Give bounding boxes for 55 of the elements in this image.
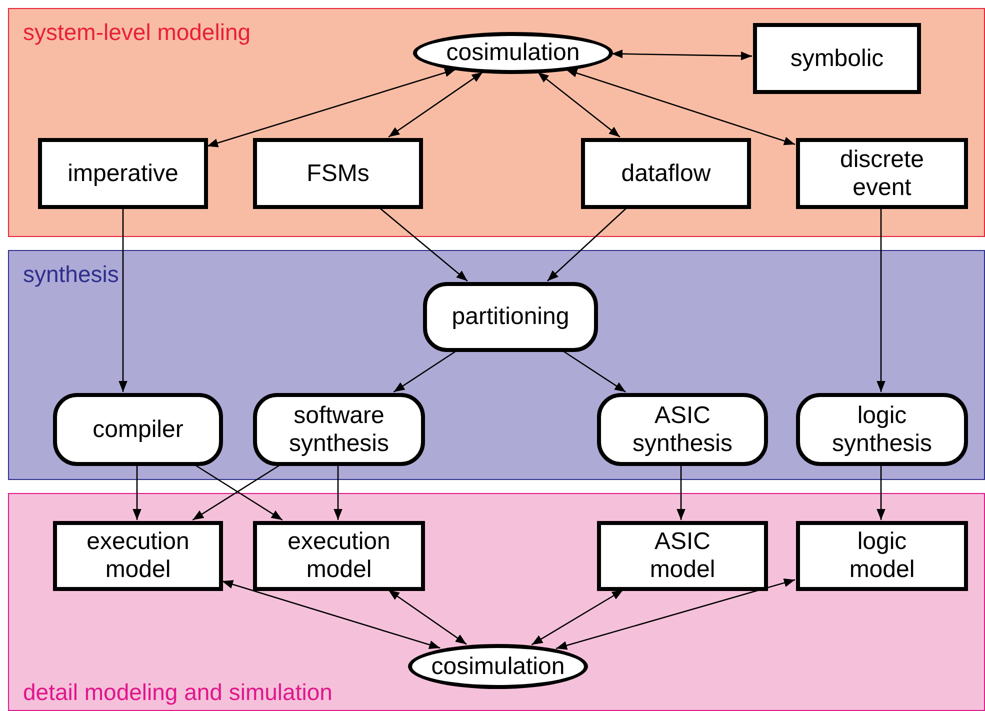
node-label: partitioning <box>450 303 570 331</box>
arrow <box>388 72 484 138</box>
arrow <box>132 465 142 520</box>
arrow <box>556 578 796 650</box>
arrow <box>206 68 456 148</box>
node-label: symbolic <box>789 44 885 72</box>
arrow <box>562 350 626 393</box>
arrow <box>676 465 686 520</box>
node-label: discrete event <box>838 146 926 202</box>
process-box <box>38 138 208 209</box>
node-label: cosimulation <box>430 652 566 680</box>
arrow <box>393 350 456 393</box>
process-box <box>796 521 968 591</box>
process-box <box>753 23 921 94</box>
rounded-process-box <box>597 393 768 466</box>
arrow <box>222 580 440 650</box>
node-label: compiler <box>92 416 184 444</box>
arrow <box>388 589 467 645</box>
layer-title: detail modeling and simulation <box>23 679 332 706</box>
node-label: logic synthesis <box>830 402 934 458</box>
node-label: imperative <box>66 160 180 188</box>
node-label: dataflow <box>620 160 712 188</box>
node-label: FSMs <box>306 160 370 188</box>
layer-band <box>8 8 985 237</box>
node-label: logic model <box>848 528 916 584</box>
arrow <box>546 208 627 282</box>
node-label: ASIC model <box>648 528 716 584</box>
layer-band <box>8 493 985 711</box>
arrow <box>531 589 624 646</box>
rounded-process-box <box>53 393 223 466</box>
arrow <box>876 208 886 392</box>
layer-band <box>8 250 985 480</box>
rounded-process-box <box>796 393 968 466</box>
arrow <box>612 49 752 60</box>
node-label: cosimulation <box>445 39 581 67</box>
layer-title: synthesis <box>23 261 119 288</box>
arrow <box>334 465 342 520</box>
node-label: execution model <box>286 528 392 584</box>
arrow <box>537 72 620 138</box>
process-box <box>253 138 423 209</box>
rounded-process-box <box>423 282 598 352</box>
rounded-process-box <box>253 393 425 466</box>
node-label: ASIC synthesis <box>631 402 734 458</box>
node-label: software synthesis <box>288 402 390 458</box>
process-box <box>581 138 751 209</box>
process-box <box>597 521 768 591</box>
arrow <box>118 208 128 392</box>
arrow <box>566 68 796 146</box>
process-box <box>796 138 968 209</box>
layer-title: system-level modeling <box>23 19 251 46</box>
arrow <box>876 465 886 520</box>
arrow <box>379 208 468 282</box>
process-box <box>253 521 425 591</box>
node-label: execution model <box>86 528 190 584</box>
process-box <box>53 521 223 591</box>
